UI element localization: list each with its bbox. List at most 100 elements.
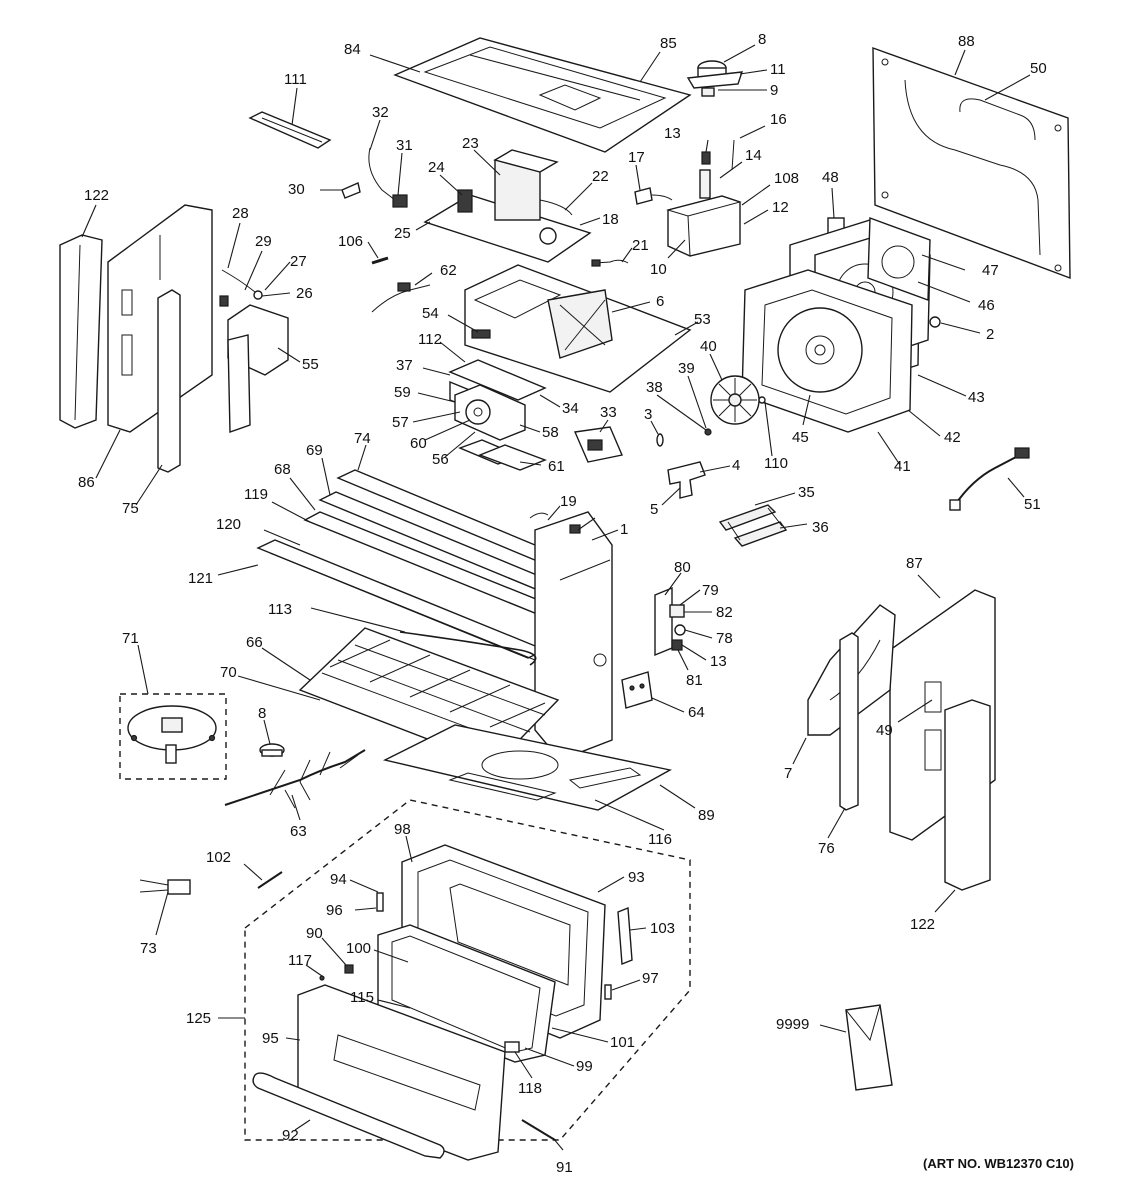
callout-120: 120 xyxy=(216,516,241,533)
top-cover-panel xyxy=(393,37,692,153)
callout-13-top: 13 xyxy=(664,125,681,142)
turntable-kit-71 xyxy=(127,705,217,764)
callout-81: 81 xyxy=(686,672,703,689)
callout-21: 21 xyxy=(632,237,649,254)
callout-76: 76 xyxy=(818,840,835,857)
callout-35: 35 xyxy=(798,484,815,501)
callout-64: 64 xyxy=(688,704,705,721)
fan-blade-40 xyxy=(710,375,760,425)
callout-82: 82 xyxy=(716,604,733,621)
callout-99: 99 xyxy=(576,1058,593,1075)
art-number: (ART NO. WB12370 C10) xyxy=(923,1156,1074,1171)
callout-16: 16 xyxy=(770,111,787,128)
callout-41: 41 xyxy=(894,458,911,475)
callout-18: 18 xyxy=(602,211,619,228)
callout-63: 63 xyxy=(290,823,307,840)
literature-9999 xyxy=(845,1004,893,1091)
callout-1: 1 xyxy=(620,521,628,538)
callout-61: 61 xyxy=(548,458,565,475)
door-assembly-125-outline xyxy=(244,799,691,1141)
sensor-lead-21 xyxy=(591,259,629,267)
callout-78: 78 xyxy=(716,630,733,647)
callout-5: 5 xyxy=(650,501,658,518)
callout-2-right: 2 xyxy=(986,326,994,343)
callout-22: 22 xyxy=(592,168,609,185)
callout-38: 38 xyxy=(646,379,663,396)
callout-46: 46 xyxy=(978,297,995,314)
callout-13-right: 13 xyxy=(710,653,727,670)
callout-48: 48 xyxy=(822,169,839,186)
callout-23: 23 xyxy=(462,135,479,152)
callout-98: 98 xyxy=(394,821,411,838)
callout-17: 17 xyxy=(628,149,645,166)
callout-94: 94 xyxy=(330,871,347,888)
callout-92: 92 xyxy=(282,1127,299,1144)
callout-90: 90 xyxy=(306,925,323,942)
callout-8-lower: 8 xyxy=(258,705,266,722)
callout-60: 60 xyxy=(410,435,427,452)
callout-9: 9 xyxy=(770,82,778,99)
door-handle-92 xyxy=(252,1072,445,1159)
callout-50: 50 xyxy=(1030,60,1047,77)
side-rail-76 xyxy=(839,632,859,811)
callout-95: 95 xyxy=(262,1030,279,1047)
callout-116: 116 xyxy=(648,831,672,848)
callout-4: 4 xyxy=(732,457,740,474)
callout-103: 103 xyxy=(650,920,675,937)
small-parts-106-62 xyxy=(371,256,431,313)
leader-lines xyxy=(81,44,1031,1151)
small-hardware xyxy=(656,396,766,447)
callout-111: 111 xyxy=(284,71,307,88)
callout-59: 59 xyxy=(394,384,411,401)
broil-element-113 xyxy=(399,631,537,666)
callout-11: 11 xyxy=(770,61,786,78)
callout-66: 66 xyxy=(246,634,263,651)
callout-37: 37 xyxy=(396,357,413,374)
callout-122-left: 122 xyxy=(84,187,109,204)
callout-33: 33 xyxy=(600,404,617,421)
callout-45: 45 xyxy=(792,429,809,446)
callout-118: 118 xyxy=(518,1080,542,1097)
callout-43: 43 xyxy=(968,389,985,406)
wire-harness-35-36 xyxy=(718,504,788,547)
clip-30 xyxy=(341,182,361,199)
callout-57: 57 xyxy=(392,414,409,431)
probe-102 xyxy=(257,871,283,889)
callout-28: 28 xyxy=(232,205,249,222)
callout-3: 3 xyxy=(644,406,652,423)
callout-47: 47 xyxy=(982,262,999,279)
callout-36: 36 xyxy=(812,519,829,536)
wiring-harness-63 xyxy=(224,749,366,809)
callout-70: 70 xyxy=(220,664,237,681)
callout-labels: 84 85 8 11 9 88 50 111 32 31 23 24 22 13… xyxy=(78,31,1074,1176)
callout-29: 29 xyxy=(255,233,272,250)
part-drawings xyxy=(59,37,1071,1161)
callout-6: 6 xyxy=(656,293,664,310)
blower-housing xyxy=(464,264,692,393)
side-trim-122-right xyxy=(944,699,991,891)
callout-32: 32 xyxy=(372,104,389,121)
callout-24: 24 xyxy=(428,159,445,176)
power-cord-51 xyxy=(949,447,1030,511)
side-rail-75 xyxy=(157,289,181,473)
bottom-panel-89 xyxy=(382,724,672,811)
callout-73: 73 xyxy=(140,940,157,957)
callout-75: 75 xyxy=(122,500,139,517)
oven-rack-66 xyxy=(298,627,560,766)
callout-74: 74 xyxy=(354,430,371,447)
callout-31: 31 xyxy=(396,137,413,154)
callout-121: 121 xyxy=(188,570,213,587)
callout-53: 53 xyxy=(694,311,711,328)
callout-7: 7 xyxy=(784,765,792,782)
callout-108: 108 xyxy=(774,170,799,187)
callout-119: 119 xyxy=(244,486,268,503)
fan-cover-frame xyxy=(741,269,913,433)
callout-19: 19 xyxy=(560,493,577,510)
callout-34: 34 xyxy=(562,400,579,417)
callout-96: 96 xyxy=(326,902,343,919)
heater-box-assembly xyxy=(448,359,547,471)
control-module-33 xyxy=(573,426,623,463)
callout-115: 115 xyxy=(350,989,374,1006)
callout-51: 51 xyxy=(1024,496,1041,513)
